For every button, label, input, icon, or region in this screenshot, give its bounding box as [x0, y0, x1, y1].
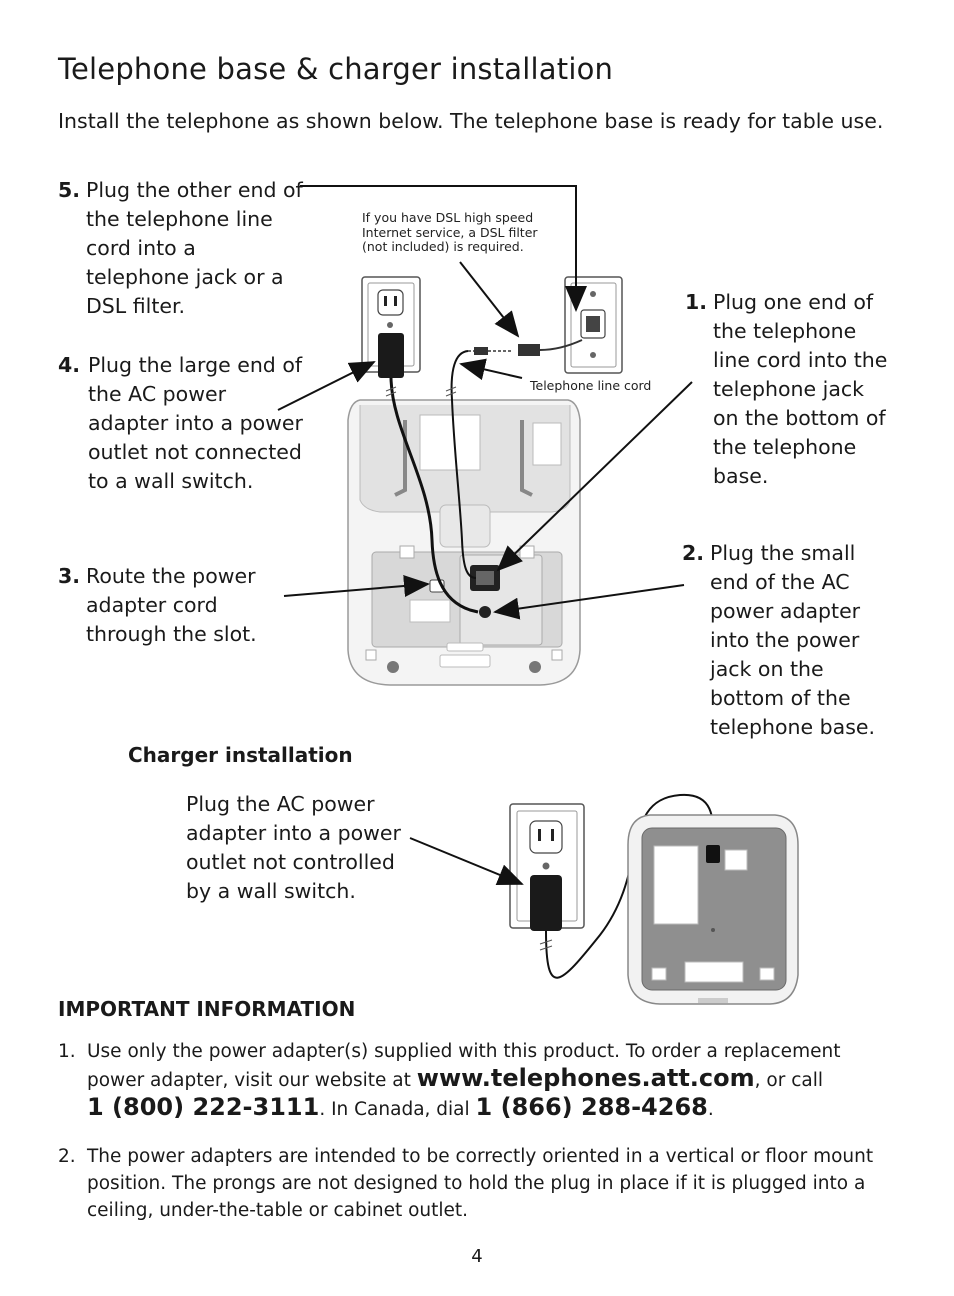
step-2-number: 2. — [682, 541, 705, 565]
intro-paragraph: Install the telephone as shown below. Th… — [58, 109, 884, 133]
phone-canada: 1 (866) 288-4268 — [475, 1093, 708, 1121]
page-number: 4 — [471, 1246, 483, 1267]
step-3-text: Route the power adapter cord through the… — [86, 564, 257, 646]
power-adapter — [378, 333, 404, 378]
dsl-filter — [518, 344, 540, 356]
charger — [627, 814, 799, 1005]
charger-power-outlet — [509, 803, 585, 929]
important-information-title: IMPORTANT INFORMATION — [58, 997, 356, 1021]
charger-power-adapter — [530, 875, 562, 931]
charger-installation-title: Charger installation — [128, 743, 353, 767]
important-item-1-text-b: , or call — [754, 1070, 823, 1091]
power-outlet — [361, 276, 421, 373]
important-item-1-number: 1. — [58, 1041, 76, 1062]
step-1: 1. Plug one end of the telephone line co… — [685, 288, 895, 491]
important-item-2-number: 2. — [58, 1146, 76, 1167]
step-2: 2. Plug the small end of the AC power ad… — [682, 539, 892, 742]
page-title: Telephone base & charger installation — [58, 52, 614, 86]
step-5: 5. Plug the other end of the telephone l… — [58, 176, 303, 321]
step-4: 4. Plug the large end of the AC power ad… — [58, 351, 308, 496]
step-5-number: 5. — [58, 178, 81, 202]
important-item-1: 1. Use only the power adapter(s) supplie… — [58, 1038, 898, 1123]
step-4-number: 4. — [58, 353, 81, 377]
charger-installation-text: Plug the AC power adapter into a power o… — [186, 792, 401, 903]
step-5-text: Plug the other end of the telephone line… — [86, 178, 303, 318]
important-item-2: 2. The power adapters are intended to be… — [58, 1143, 898, 1224]
dsl-note: If you have DSL high speed Internet serv… — [362, 210, 538, 254]
important-item-1-text-d: . — [707, 1099, 714, 1120]
line-cord-label: Telephone line cord — [530, 378, 652, 393]
step-3: 3. Route the power adapter cord through … — [58, 562, 280, 649]
website-link[interactable]: www.telephones.att.com — [416, 1064, 755, 1092]
step-2-text: Plug the small end of the AC power adapt… — [710, 541, 876, 739]
step-3-number: 3. — [58, 564, 81, 588]
important-item-1-text-a: Use only the power adapter(s) supplied w… — [87, 1041, 841, 1091]
step-1-text: Plug one end of the telephone line cord … — [713, 290, 888, 488]
step-4-text: Plug the large end of the AC power adapt… — [88, 353, 303, 493]
telephone-wall-jack — [564, 276, 623, 374]
phone-us: 1 (800) 222-3111 — [87, 1093, 320, 1121]
telephone-base — [347, 399, 581, 686]
important-item-2-text: The power adapters are intended to be co… — [87, 1146, 874, 1221]
step-1-number: 1. — [685, 290, 708, 314]
important-item-1-text-c: . In Canada, dial — [319, 1099, 476, 1120]
